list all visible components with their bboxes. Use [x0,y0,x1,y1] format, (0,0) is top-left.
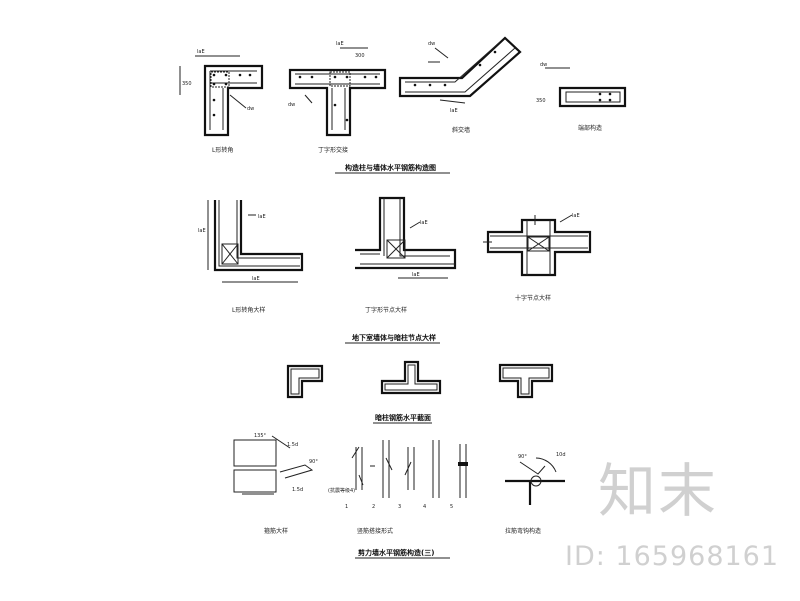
label-oblique-wall: 斜交墙 [452,126,470,134]
svg-text:laE: laE [336,41,344,47]
svg-text:laE: laE [198,228,206,234]
label-tie-hook: 拉筋弯钩构造 [505,527,541,535]
svg-text:350: 350 [536,98,546,104]
figure-end-detail: dw 350 端部构造 [536,62,627,132]
svg-text:300: 300 [355,53,365,59]
angle-90-label: 90° [309,459,318,465]
svg-text:4: 4 [423,504,426,510]
label-l-corner-detail: L形转角大样 [232,306,265,314]
figure-cross-detail: laE 十字节点大样 [483,213,592,302]
angle-135-label: 135° [254,433,267,439]
watermark-id: ID: 165968161 [565,541,780,572]
svg-text:1: 1 [345,504,348,510]
row1-title: 构造柱与墙体水平钢筋构造图 [345,163,436,172]
svg-text:laE: laE [252,276,260,282]
svg-text:10d: 10d [556,452,566,458]
label-t-junction-detail: 丁字形节点大样 [365,306,407,314]
row3-title: 暗柱钢筋水平截面 [375,413,431,422]
svg-text:laE: laE [197,49,205,55]
figure-t-junction: dw laE 300 丁字形交接 [288,41,387,154]
hook-label-bottom: 1.5d [292,487,303,493]
figure-t-junction-detail: laE laE 丁字形节点大样 [355,196,457,314]
svg-text:5: 5 [450,504,453,510]
hook-label-top: 1.5d [287,442,298,448]
svg-text:laE: laE [572,213,580,219]
label-cross-detail: 十字节点大样 [515,294,551,302]
label-t-junction: 丁字形交接 [318,146,348,154]
figure-tie-hook: 90° 10d 拉筋弯钩构造 [505,452,566,535]
label-end-detail: 端部构造 [578,124,602,132]
svg-text:3: 3 [398,504,401,510]
svg-text:2: 2 [372,504,375,510]
svg-text:dw: dw [288,102,295,108]
svg-text:laE: laE [258,214,266,220]
label-l-corner: L形转角 [212,146,233,154]
svg-text:350: 350 [182,81,192,87]
label-stirrup-detail: 箍筋大样 [264,527,288,535]
svg-text:dw: dw [540,62,547,68]
figure-stirrup-detail: 135° 90° 1.5d 1.5d (抗震等级4) 箍筋大样 [233,433,355,535]
figure-l-corner: dw laE 350 L形转角 [179,49,264,154]
svg-text:dw: dw [428,41,435,47]
figure-l-corner-detail: laE laE laE L形转角大样 [198,200,304,314]
figure-column-sections [286,360,554,399]
svg-text:dw: dw [247,106,254,112]
row2-title: 地下室墙体与暗柱节点大样 [352,333,436,342]
tie-angle-label: 90° [518,454,527,460]
seismic-note: (抗震等级4) [328,487,355,494]
svg-text:laE: laE [412,272,420,278]
label-splice-forms: 竖筋搭接形式 [357,527,393,535]
figure-oblique-wall: dw laE 斜交墙 [398,36,522,134]
svg-text:laE: laE [420,220,428,226]
row4-title: 剪力墙水平钢筋构造(三) [358,548,434,557]
svg-text:laE: laE [450,108,458,114]
figure-splice-forms: 1 2 3 4 5 竖筋搭接形式 [345,440,468,535]
watermark-logo: 知末 [598,457,719,525]
